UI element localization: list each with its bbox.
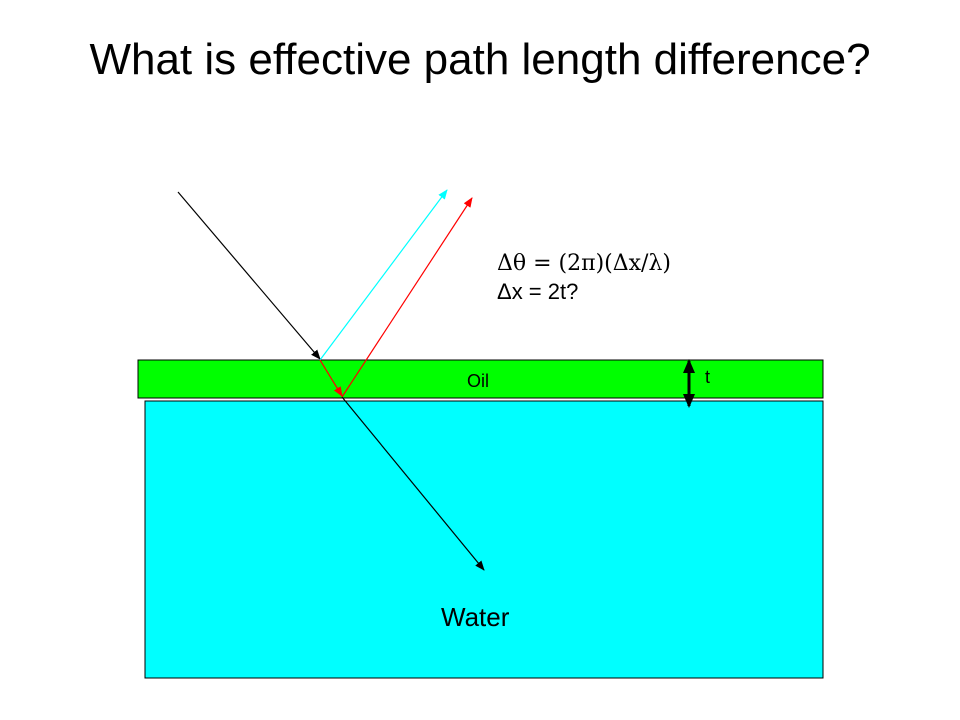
phase-equation: Δθ = (2π)(Δx/λ): [497, 251, 671, 276]
reflected-ray-bottom-surface: [341, 197, 473, 398]
reflected-ray-top-surface: [319, 189, 448, 361]
path-difference-equation: Δx = 2t?: [497, 279, 578, 304]
slide-title: What is effective path length difference…: [89, 35, 871, 84]
thickness-label: t: [705, 367, 710, 387]
oil-label: Oil: [467, 371, 489, 391]
water-label: Water: [441, 602, 510, 632]
oil-layer: [137, 359, 824, 399]
incident-ray: [177, 191, 321, 360]
transmitted-ray-water: [341, 396, 485, 571]
water-region: [144, 400, 824, 679]
refracted-ray-in-oil: [319, 359, 343, 397]
